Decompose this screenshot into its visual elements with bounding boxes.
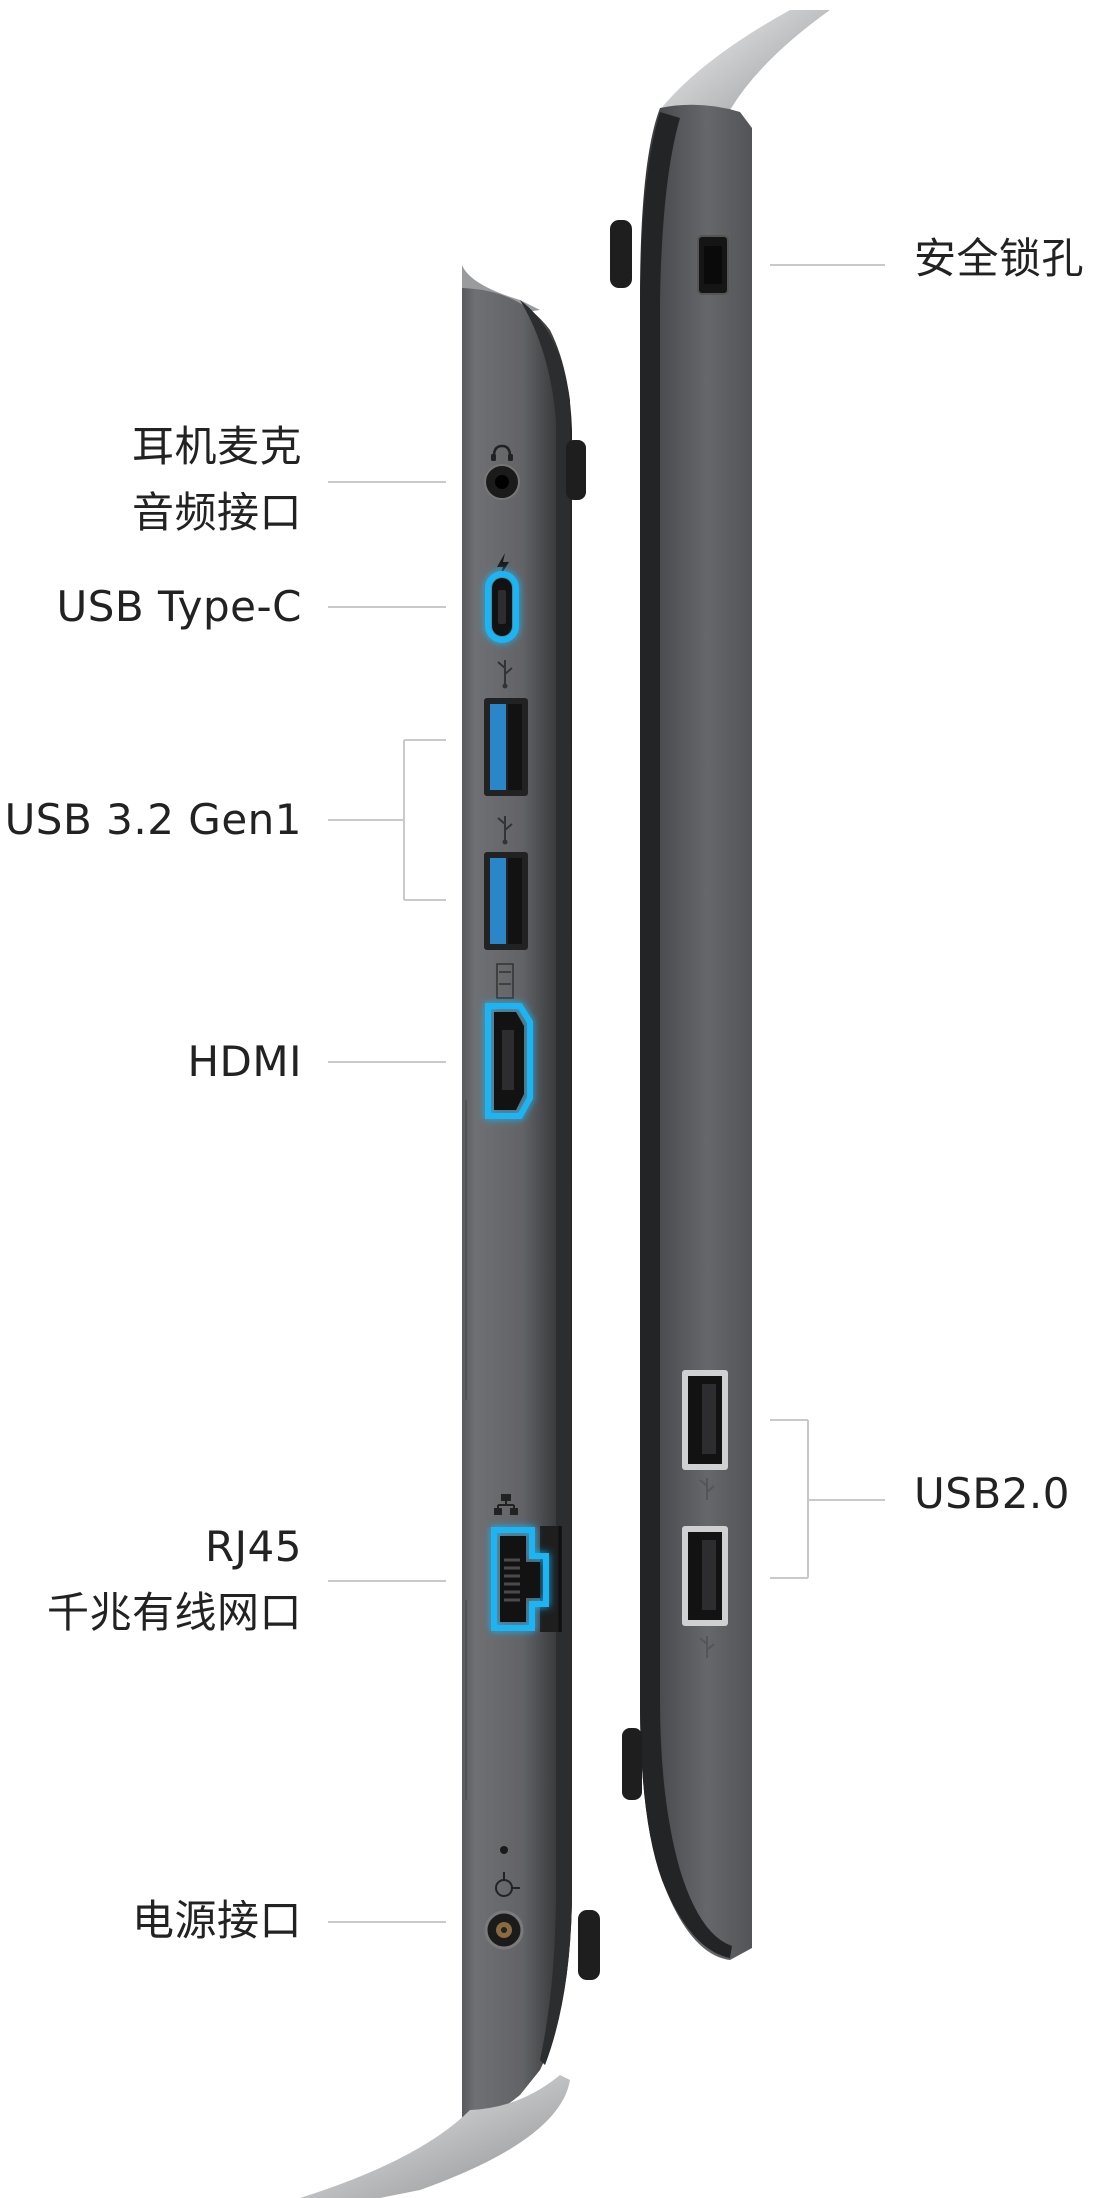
label-lock: 安全锁孔 [914,234,1085,283]
hdmi-port [485,963,533,1119]
left-body-shell [462,288,572,2120]
hdmi-icon [496,963,514,999]
label-headphone-line1: 耳机麦克 [131,422,302,471]
right-lid-edge [640,112,732,1958]
usb-icon [699,1636,715,1658]
label-rj45-line2: 千兆有线网口 [46,1588,302,1637]
thunderbolt-icon [497,553,509,578]
left-rubber-foot-bottom [578,1910,600,1980]
label-usb-type-c: USB Type-C [56,582,302,631]
usb-type-c-port [485,553,519,643]
headset-icon [491,444,513,461]
label-headphone-line2: 音频接口 [131,488,302,537]
right-rubber-foot-top [610,220,632,288]
label-power: 电源接口 [131,1896,302,1945]
usb-2-0-port-1 [682,1370,728,1500]
usb-2-0-port-2 [682,1526,728,1658]
left-side-laptop [300,265,600,2198]
label-usb-3-2: USB 3.2 Gen1 [4,795,302,844]
right-body-shell [640,104,752,1960]
power-led [500,1846,508,1854]
left-rubber-foot-top [566,440,586,500]
leader-usb3-bracket [328,739,446,901]
usb-3-2-port-1 [484,660,528,796]
leader-lines [328,264,885,1923]
headphone-jack-port [484,444,520,500]
leader-usb2-bracket [770,1419,885,1579]
label-rj45-line1: RJ45 [204,1522,302,1571]
rj45-port [491,1494,562,1632]
right-side-laptop [610,10,830,1960]
usb-3-2-port-2 [484,816,528,950]
security-lock-slot [697,235,729,295]
usb-icon [497,816,513,845]
power-port [484,1872,524,1950]
network-icon [494,1494,518,1515]
usb-icon [699,1478,715,1500]
left-hinge-bottom [300,2075,570,2198]
right-rubber-foot-bottom [622,1728,642,1800]
rj45-contacts [504,1558,520,1602]
power-plug-icon [495,1872,520,1897]
usb-icon [497,660,513,689]
label-hdmi: HDMI [187,1037,302,1086]
label-usb2: USB2.0 [914,1469,1071,1518]
